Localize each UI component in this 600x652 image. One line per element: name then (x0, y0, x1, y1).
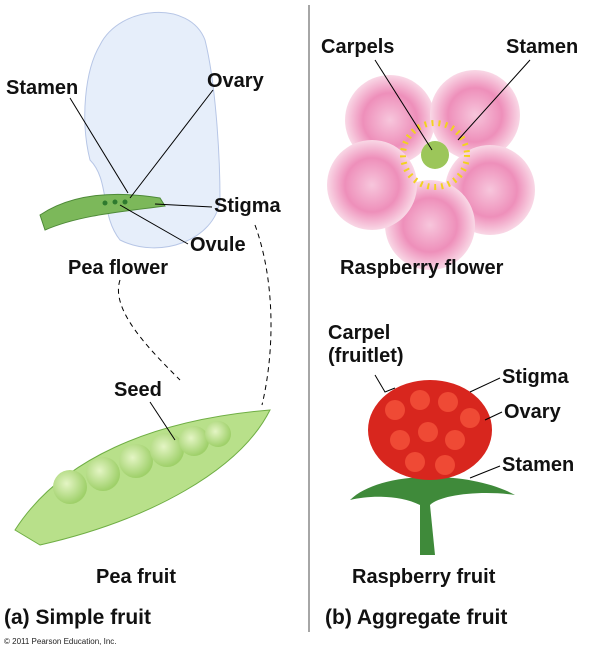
caption-aggregate-fruit: (b) Aggregate fruit (325, 606, 508, 629)
label-fruitlet: (fruitlet) (328, 345, 404, 367)
label-stigma-raspberry: Stigma (502, 366, 569, 388)
label-carpel: Carpel (328, 322, 391, 344)
label-carpels: Carpels (321, 36, 395, 58)
label-stamen-raspberry: Stamen (506, 36, 579, 58)
pea-flower-illustration (39, 11, 221, 249)
label-ovary-pea: Ovary (207, 70, 264, 92)
label-ovule: Ovule (190, 234, 246, 256)
label-ovary-raspberry: Ovary (504, 401, 561, 423)
label-pea-fruit: Pea fruit (96, 566, 177, 588)
label-stigma-pea: Stigma (214, 195, 281, 217)
label-seed: Seed (114, 379, 162, 401)
label-pea-flower: Pea flower (68, 257, 169, 279)
pea-pod-illustration (14, 409, 271, 546)
raspberry-flower-illustration (327, 70, 535, 270)
raspberry-fruit-illustration (350, 380, 515, 555)
caption-simple-fruit: (a) Simple fruit (4, 606, 152, 629)
label-raspberry-fruit: Raspberry fruit (352, 566, 496, 588)
label-stamen-fruit: Stamen (502, 454, 575, 476)
copyright: © 2011 Pearson Education, Inc. (4, 637, 117, 646)
label-stamen-pea: Stamen (6, 77, 79, 99)
label-raspberry-flower: Raspberry flower (340, 257, 504, 279)
